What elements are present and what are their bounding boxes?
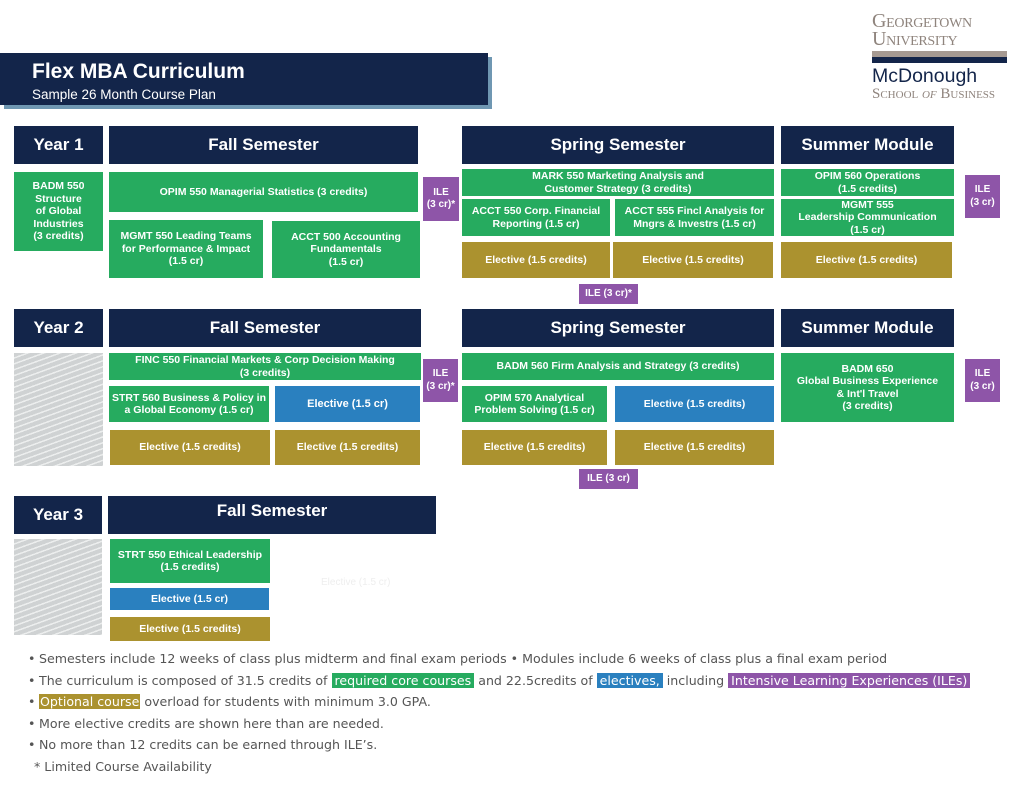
ile-y1-spring: ILE (3 cr)* <box>579 284 638 304</box>
ile-y2-spring: ILE (3 cr) <box>579 469 638 489</box>
course-finc550: FINC 550 Financial Markets & Corp Decisi… <box>109 353 421 380</box>
course-mark550: MARK 550 Marketing Analysis and Customer… <box>462 169 774 196</box>
course-opim560: OPIM 560 Operations (1.5 credits) <box>781 169 954 196</box>
logo-of: of <box>921 86 937 102</box>
ile-y1-fall: ILE (3 cr)* <box>423 177 459 221</box>
year2-fall-header: Fall Semester <box>109 309 421 347</box>
logo-mcdonough: McDonough <box>872 65 978 87</box>
logo-divider-navy <box>872 57 1007 63</box>
note-item: •Semesters include 12 weeks of class plu… <box>28 648 970 670</box>
bullet: • <box>28 737 36 752</box>
note-item: •No more than 12 credits can be earned t… <box>28 734 970 756</box>
elective-y2-fall-1: Elective (1.5 credits) <box>110 430 270 465</box>
year3-empty-hatched <box>14 539 102 635</box>
ile-y1-summer: ILE (3 cr) <box>965 175 1000 218</box>
logo-university: University <box>872 28 958 50</box>
ghost-elective-text: Elective (1.5 cr) <box>321 577 391 588</box>
year1-label: Year 1 <box>14 126 103 164</box>
logo-school-of-business: School of Business <box>872 86 1010 102</box>
note-item: •Optional course overload for students w… <box>28 691 970 713</box>
note-semesters: Semesters include 12 weeks of class plus… <box>39 651 888 666</box>
notes-list: •Semesters include 12 weeks of class plu… <box>28 648 971 777</box>
elective-blue-y2-fall: Elective (1.5 cr) <box>275 386 420 422</box>
course-acct500: ACCT 500 Accounting Fundamentals (1.5 cr… <box>272 221 420 278</box>
title-banner: Flex MBA Curriculum Sample 26 Month Cour… <box>0 53 488 105</box>
note-elective-credits: More elective credits are shown here tha… <box>39 715 384 731</box>
legend-ile: Intensive Learning Experiences (ILEs) <box>728 672 971 688</box>
year2-empty-hatched <box>14 353 103 466</box>
footnote: * Limited Course Availability <box>34 758 212 774</box>
university-logo: Georgetown University McDonough School o… <box>872 10 1010 102</box>
year1-summer-header: Summer Module <box>781 126 954 164</box>
legend-electives: electives, <box>596 672 663 688</box>
elective-y1-spring-2: Elective (1.5 credits) <box>613 242 773 278</box>
course-acct555: ACCT 555 Fincl Analysis for Mngrs & Inve… <box>615 199 774 236</box>
page-subtitle: Sample 26 Month Course Plan <box>32 87 216 102</box>
logo-divider-gray <box>872 51 1007 57</box>
year3-label: Year 3 <box>14 496 102 534</box>
elective-y2-spring-1: Elective (1.5 credits) <box>462 430 607 465</box>
note-curriculum-text: The curriculum is composed of 31.5 credi… <box>39 672 332 688</box>
bullet: • <box>28 694 36 709</box>
elective-blue-y2-spring: Elective (1.5 credits) <box>615 386 774 422</box>
note-curriculum-text: and 22.5credits of <box>474 672 597 688</box>
course-opim570: OPIM 570 Analytical Problem Solving (1.5… <box>462 386 607 422</box>
ile-y2-summer: ILE (3 cr) <box>965 359 1000 402</box>
logo-school: School <box>872 86 922 102</box>
note-curriculum-text: including <box>662 672 729 688</box>
elective-y3-fall: Elective (1.5 credits) <box>110 617 270 641</box>
elective-y2-fall-2: Elective (1.5 credits) <box>275 430 420 465</box>
elective-blue-y3-fall: Elective (1.5 cr) <box>110 588 269 610</box>
logo-georgetown: Georgetown <box>872 10 972 32</box>
legend-core-courses: required core courses <box>331 672 475 688</box>
page-title: Flex MBA Curriculum <box>32 60 245 83</box>
bullet: • <box>28 651 36 666</box>
year3-fall-header: Fall Semester <box>108 496 436 534</box>
year1-spring-header: Spring Semester <box>462 126 774 164</box>
course-badm650: BADM 650 Global Business Experience & In… <box>781 353 954 422</box>
course-mgmt550: MGMT 550 Leading Teams for Performance &… <box>109 220 263 278</box>
note-overload: overload for students with minimum 3.0 G… <box>140 694 431 709</box>
year1-fall-header: Fall Semester <box>109 126 418 164</box>
bullet: • <box>28 715 36 731</box>
course-opim550: OPIM 550 Managerial Statistics (3 credit… <box>109 172 418 212</box>
course-badm550: BADM 550 Structure of Global Industries … <box>14 172 103 251</box>
note-item: •More elective credits are shown here th… <box>28 713 970 735</box>
course-strt550: STRT 550 Ethical Leadership (1.5 credits… <box>110 539 270 583</box>
elective-y1-summer: Elective (1.5 credits) <box>781 242 952 278</box>
course-acct550: ACCT 550 Corp. Financial Reporting (1.5 … <box>462 199 610 236</box>
bullet: • <box>28 672 36 688</box>
course-mgmt555: MGMT 555 Leadership Communication (1.5 c… <box>781 199 954 236</box>
course-badm560: BADM 560 Firm Analysis and Strategy (3 c… <box>462 353 774 380</box>
elective-y2-spring-2: Elective (1.5 credits) <box>615 430 774 465</box>
legend-optional-course: Optional course <box>39 694 141 709</box>
ile-y2-fall: ILE (3 cr)* <box>423 359 458 402</box>
note-ile-limit: No more than 12 credits can be earned th… <box>39 737 378 752</box>
elective-y1-spring-1: Elective (1.5 credits) <box>462 242 610 278</box>
year2-summer-header: Summer Module <box>781 309 954 347</box>
logo-business: Business <box>936 86 996 102</box>
year2-spring-header: Spring Semester <box>462 309 774 347</box>
year2-label: Year 2 <box>14 309 103 347</box>
note-item: •The curriculum is composed of 31.5 cred… <box>28 670 971 692</box>
course-strt560: STRT 560 Business & Policy in a Global E… <box>109 386 269 422</box>
